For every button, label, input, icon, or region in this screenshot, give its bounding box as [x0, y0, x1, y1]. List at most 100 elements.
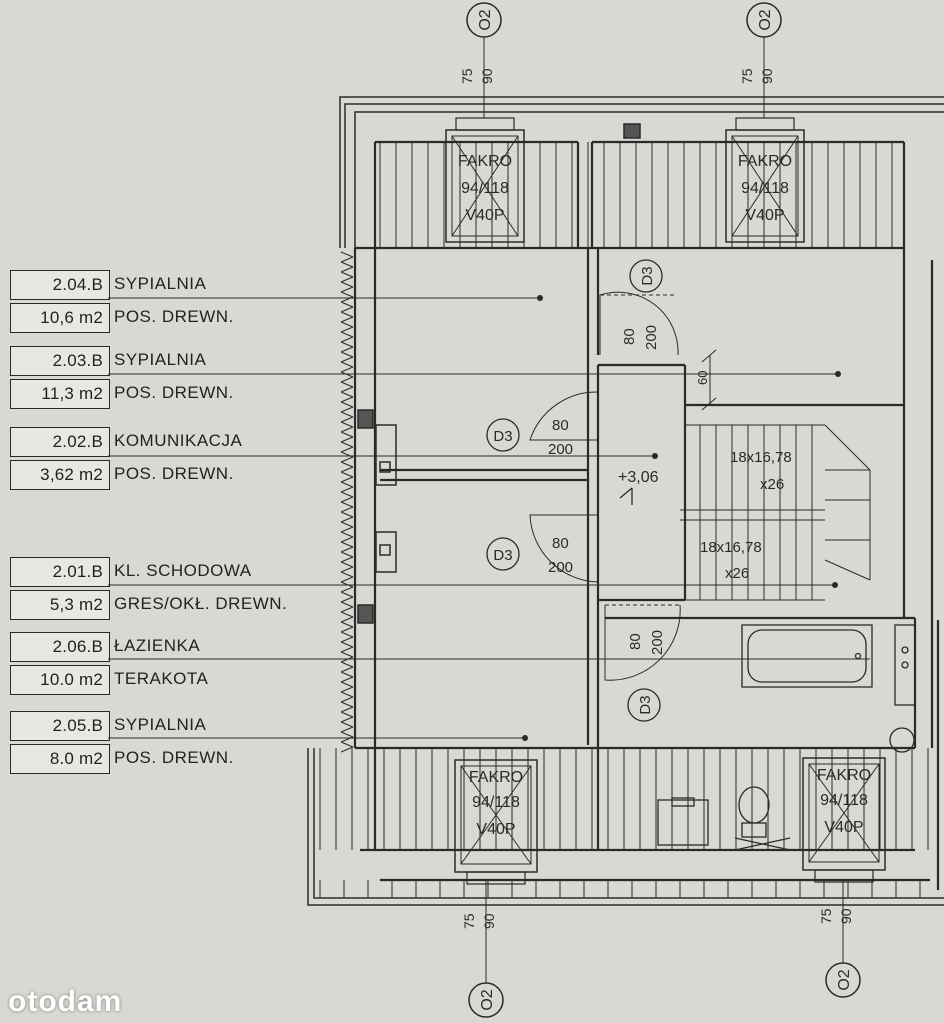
axis-marker-bottom-right: O2 75 90	[818, 880, 861, 998]
door-mid-2: 80 200 D3	[486, 514, 599, 583]
stair-count: x26	[760, 476, 784, 493]
dim-75: 75	[818, 908, 834, 924]
room-code: 2.01.B	[52, 562, 103, 581]
door-width: 80	[552, 417, 569, 434]
zigzag-segment	[340, 526, 354, 533]
zigzag-segment	[340, 746, 354, 753]
room-name: SYPIALNIA	[114, 350, 207, 369]
door-height: 200	[649, 630, 666, 655]
zigzag-segment	[340, 556, 354, 563]
zigzag-segment	[340, 381, 354, 388]
zigzag-segment	[340, 686, 354, 693]
bathtub	[741, 624, 873, 688]
room-floor: TERAKOTA	[114, 669, 209, 688]
zigzag-segment	[340, 681, 354, 688]
zigzag-segment	[340, 366, 354, 373]
zigzag-segment	[340, 476, 354, 483]
zigzag-segment	[340, 401, 354, 408]
door-tag: D3	[637, 695, 654, 714]
window-size: 94/118	[461, 180, 509, 197]
zigzag-segment	[340, 666, 354, 673]
zigzag-segment	[340, 721, 354, 728]
room-code: 2.05.B	[52, 716, 103, 735]
axis-marker-bottom-left: O2 75 90	[461, 880, 504, 1018]
zigzag-segment	[340, 256, 354, 263]
zigzag-segment	[340, 346, 354, 353]
room-code: 2.04.B	[52, 275, 103, 294]
door-height: 200	[548, 441, 573, 458]
room-code: 2.06.B	[52, 637, 103, 656]
window-size: 94/118	[472, 794, 520, 811]
window-size: 94/118	[741, 180, 789, 197]
sink	[657, 797, 709, 846]
zigzag-segment	[340, 531, 354, 538]
roof-hatch-top	[379, 142, 893, 248]
window-model: V40P	[465, 207, 504, 224]
door-bottom: 80 200 D3	[604, 604, 681, 722]
zigzag-segment	[340, 361, 354, 368]
zigzag-segment	[340, 481, 354, 488]
staircase	[680, 424, 871, 601]
zigzag-segment	[340, 371, 354, 378]
zigzag-segment	[340, 441, 354, 448]
room-area-box: 11,3 m2	[10, 379, 110, 409]
window-model: V40P	[476, 821, 515, 838]
room-area-box: 5,3 m2	[10, 590, 110, 620]
window-size: 94/118	[820, 792, 868, 809]
stair-dims: 18x16,78	[730, 449, 792, 466]
zigzag-segment	[340, 696, 354, 703]
door-width: 80	[627, 633, 644, 650]
zigzag-segment	[340, 411, 354, 418]
room-area-box: 10,6 m2	[10, 303, 110, 333]
zigzag-segment	[340, 426, 354, 433]
zigzag-segment	[340, 716, 354, 723]
zigzag-segment	[340, 291, 354, 298]
small-dimension: 60	[695, 349, 717, 411]
zigzag-segment	[340, 491, 354, 498]
zigzag-segment	[340, 266, 354, 273]
door-top: 80 200 D3	[599, 259, 679, 356]
zigzag-segment	[340, 281, 354, 288]
room-code: 2.03.B	[52, 351, 103, 370]
window-brand: FAKRO	[817, 767, 871, 784]
level-mark: +3,06	[618, 469, 659, 505]
axis-label: O2	[757, 9, 774, 30]
dim-90: 90	[759, 68, 775, 84]
zigzag-segment	[340, 311, 354, 318]
zigzag-segment	[340, 581, 354, 588]
zigzag-segment	[340, 616, 354, 623]
room-floor: POS. DREWN.	[114, 307, 234, 326]
room-label-2-02: 2.02.B KOMUNIKACJA 3,62 m2 POS. DREWN.	[10, 427, 250, 493]
zigzag-segment	[340, 676, 354, 683]
room-label-2-04: 2.04.B SYPIALNIA 10,6 m2 POS. DREWN.	[10, 270, 250, 336]
zigzag-segment	[340, 601, 354, 608]
zigzag-segment	[340, 701, 354, 708]
zigzag-segment	[340, 561, 354, 568]
zigzag-segment	[340, 711, 354, 718]
dim-75: 75	[459, 68, 475, 84]
room-area: 8.0 m2	[49, 749, 103, 768]
stair-winder	[824, 424, 871, 471]
room-name: ŁAZIENKA	[114, 636, 201, 655]
zigzag-segment	[340, 496, 354, 503]
zigzag-segment	[340, 536, 354, 543]
zigzag-segment	[340, 431, 354, 438]
door-height: 200	[643, 325, 660, 350]
zigzag-segment	[340, 651, 354, 658]
room-code-box: 2.05.B	[10, 711, 110, 741]
zigzag-segment	[340, 251, 354, 258]
axis-marker-top-right: O2 75 90	[739, 2, 782, 118]
zigzag-segment	[340, 396, 354, 403]
zigzag-segment	[340, 296, 354, 303]
zigzag-segment	[340, 326, 354, 333]
room-area-box: 3,62 m2	[10, 460, 110, 490]
zigzag-segment	[340, 591, 354, 598]
zigzag-segment	[340, 516, 354, 523]
chimneys	[357, 123, 641, 624]
zigzag-segment	[340, 416, 354, 423]
zigzag-segment	[340, 261, 354, 268]
window-bottom-left: FAKRO 94/118 V40P	[454, 759, 538, 885]
leader-lines	[108, 297, 870, 739]
zigzag-segment	[340, 331, 354, 338]
zigzag-segment	[340, 456, 354, 463]
